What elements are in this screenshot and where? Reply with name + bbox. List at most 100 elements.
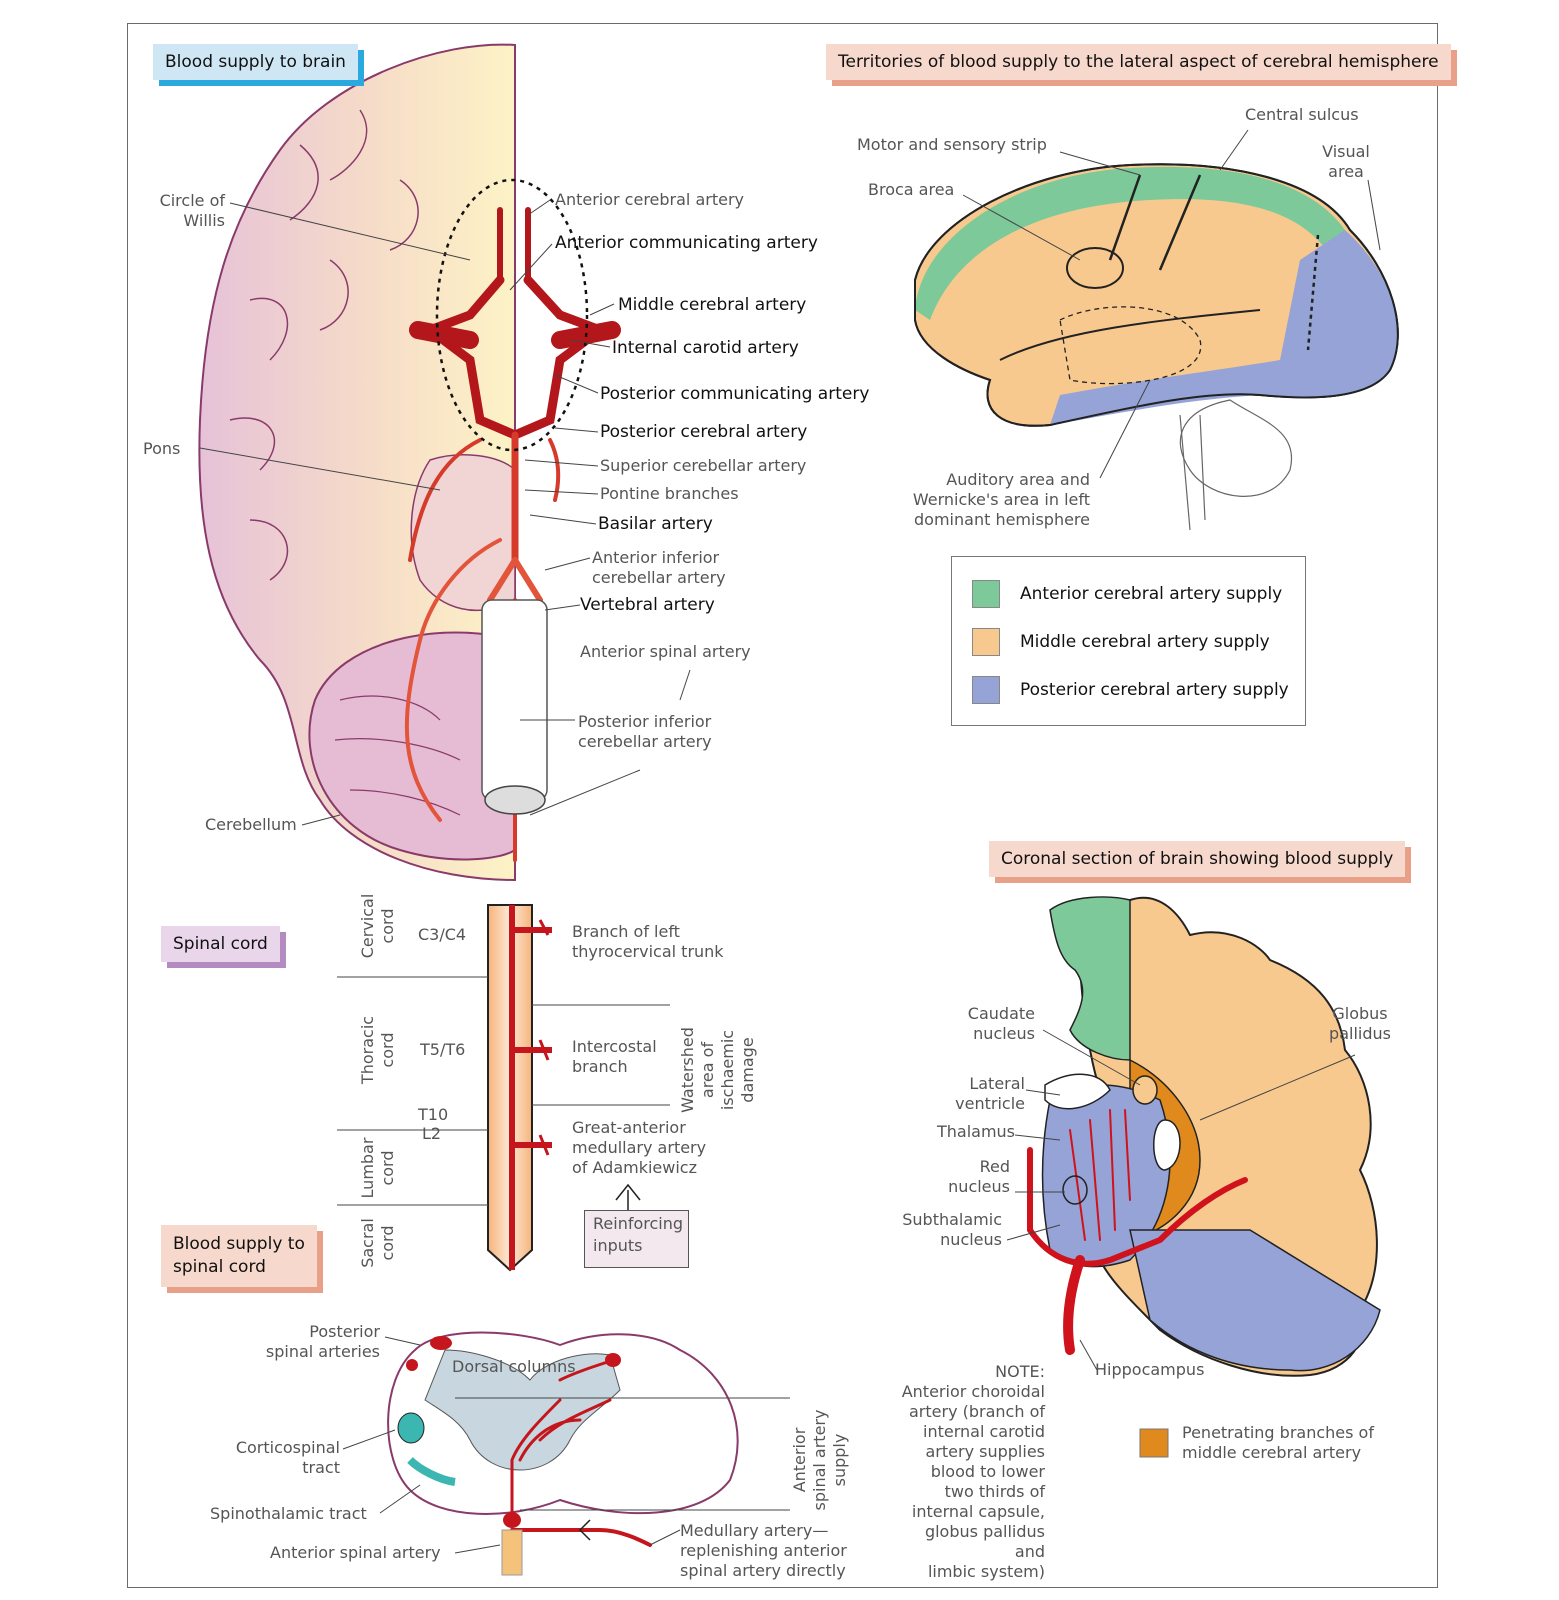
legend-item-middle: Middle cerebral artery supply bbox=[972, 627, 1270, 657]
label-spinothalamic-tract: Spinothalamic tract bbox=[210, 1504, 367, 1523]
label-l2: L2 bbox=[422, 1124, 442, 1143]
label-line: Posterior inferior bbox=[578, 712, 712, 731]
label-anterior-spinal-artery-cross: Anterior spinal artery bbox=[270, 1543, 441, 1562]
label-line: ventricle bbox=[955, 1094, 1025, 1113]
label-lateral-ventricle: Lateral ventricle bbox=[935, 1074, 1025, 1114]
territory-legend: Anterior cerebral artery supply Middle c… bbox=[951, 556, 1306, 726]
label-dorsal-columns: Dorsal columns bbox=[452, 1357, 576, 1376]
note-line: two thirds of bbox=[944, 1482, 1045, 1501]
label-pontine-branches: Pontine branches bbox=[600, 484, 739, 503]
title-lateral-territories: Territories of blood supply to the later… bbox=[826, 44, 1451, 80]
label-line: cord bbox=[378, 1150, 397, 1186]
legend-item-anterior: Anterior cerebral artery supply bbox=[972, 579, 1282, 609]
label-line: cerebellar artery bbox=[592, 568, 726, 587]
label-line: Globus bbox=[1332, 1004, 1388, 1023]
label-broca-area: Broca area bbox=[868, 180, 955, 199]
label-line: nucleus bbox=[973, 1024, 1035, 1043]
label-caudate-nucleus: Caudate nucleus bbox=[940, 1004, 1035, 1044]
label-c3c4: C3/C4 bbox=[418, 925, 467, 944]
note-line: artery (branch of bbox=[909, 1402, 1045, 1421]
note-line: Anterior choroidal bbox=[901, 1382, 1045, 1401]
note-line: NOTE: bbox=[995, 1362, 1045, 1381]
label-line: Anterior bbox=[790, 1427, 809, 1493]
label-posterior-communicating-artery: Posterior communicating artery bbox=[600, 384, 870, 404]
label-line: inputs bbox=[593, 1236, 643, 1255]
cross-section-leader-lines bbox=[342, 1336, 681, 1554]
label-red-nucleus: Red nucleus bbox=[935, 1157, 1010, 1197]
label-posterior-spinal-arteries: Posterior spinal arteries bbox=[250, 1322, 380, 1362]
label-sacral-cord: Sacral cord bbox=[358, 1208, 398, 1278]
title-blood-supply-brain: Blood supply to brain bbox=[153, 44, 358, 80]
label-central-sulcus: Central sulcus bbox=[1245, 105, 1359, 124]
label-line: Willis bbox=[183, 211, 225, 230]
note-line: and bbox=[1014, 1542, 1045, 1561]
label-line: cord bbox=[378, 1032, 397, 1068]
label-line: Cervical bbox=[358, 893, 377, 959]
label-intercostal-branch: Intercostal branch bbox=[572, 1037, 657, 1077]
label-anterior-cerebral-artery: Anterior cerebral artery bbox=[555, 190, 745, 209]
label-line: ischaemic bbox=[718, 1029, 737, 1111]
label-cerebellum: Cerebellum bbox=[205, 815, 297, 834]
label-line: Penetrating branches of bbox=[1182, 1423, 1374, 1442]
label-lumbar-cord: Lumbar cord bbox=[358, 1133, 398, 1203]
coronal-section bbox=[1027, 896, 1381, 1377]
note-line: artery supplies bbox=[925, 1442, 1046, 1461]
label-motor-sensory-strip: Motor and sensory strip bbox=[857, 135, 1047, 154]
label-line: Branch of left bbox=[572, 922, 680, 941]
label-anterior-spinal-artery-supply: Anterior spinal artery supply bbox=[790, 1400, 850, 1520]
label-line: Anterior inferior bbox=[592, 548, 720, 567]
label-line: Medullary artery— bbox=[680, 1521, 829, 1540]
label-line: Visual bbox=[1322, 142, 1370, 161]
label-internal-carotid-artery: Internal carotid artery bbox=[612, 338, 799, 358]
label-line: spinal artery bbox=[810, 1409, 829, 1511]
brain-leader-lines bbox=[199, 199, 691, 826]
label-line: Sacral bbox=[358, 1218, 377, 1268]
label-corticospinal-tract: Corticospinal tract bbox=[220, 1438, 340, 1478]
label-line: Reinforcing bbox=[593, 1214, 684, 1233]
label-line: medullary artery bbox=[572, 1138, 707, 1157]
reinforcing-inputs-box: Reinforcing inputs bbox=[584, 1210, 689, 1268]
label-auditory-area: Auditory area and Wernicke's area in lef… bbox=[890, 470, 1090, 530]
note-line: globus pallidus bbox=[924, 1522, 1045, 1541]
legend-item-posterior: Posterior cerebral artery supply bbox=[972, 675, 1289, 705]
legend-swatch-posterior bbox=[972, 676, 1000, 704]
label-line: tract bbox=[302, 1458, 340, 1477]
label-line: cord bbox=[378, 1225, 397, 1261]
note-line: blood to lower bbox=[930, 1462, 1045, 1481]
title-line-1: Blood supply to bbox=[173, 1234, 305, 1254]
label-line: area of bbox=[698, 1041, 717, 1099]
label-hippocampus: Hippocampus bbox=[1095, 1360, 1205, 1379]
legend-swatch-anterior bbox=[972, 580, 1000, 608]
label-line: nucleus bbox=[940, 1230, 1002, 1249]
label-line: Lumbar bbox=[358, 1137, 377, 1199]
note-line: internal capsule, bbox=[911, 1502, 1045, 1521]
label-line: damage bbox=[738, 1037, 757, 1103]
label-line: spinal arteries bbox=[265, 1342, 380, 1361]
spinal-cross-section bbox=[387, 1331, 790, 1576]
label-line: Caudate bbox=[967, 1004, 1035, 1023]
label-line: Posterior bbox=[309, 1322, 380, 1341]
title-line-2: spinal cord bbox=[173, 1257, 266, 1277]
label-line: supply bbox=[830, 1433, 849, 1487]
label-line: nucleus bbox=[948, 1177, 1010, 1196]
label-watershed-area: Watershed area of ischaemic damage bbox=[678, 1015, 758, 1125]
label-line: Subthalamic bbox=[902, 1210, 1002, 1229]
figure-frame bbox=[127, 23, 1438, 1588]
label-thyrocervical-branch: Branch of left thyrocervical trunk bbox=[572, 922, 724, 962]
label-line: replenishing anterior bbox=[680, 1541, 847, 1560]
label-visual-area: Visual area bbox=[1316, 142, 1376, 182]
label-penetrating-branches: Penetrating branches of middle cerebral … bbox=[1182, 1423, 1374, 1463]
legend-label: Middle cerebral artery supply bbox=[1020, 632, 1270, 652]
label-globus-pallidus: Globus pallidus bbox=[1325, 1004, 1395, 1044]
label-artery-of-adamkiewicz: Great-anterior medullary artery of Adamk… bbox=[572, 1118, 706, 1178]
lateral-hemisphere bbox=[914, 163, 1399, 531]
label-line: Wernicke's area in left bbox=[912, 490, 1090, 509]
note-line: internal carotid bbox=[923, 1422, 1045, 1441]
label-line: pallidus bbox=[1329, 1024, 1391, 1043]
label-basilar-artery: Basilar artery bbox=[598, 514, 713, 534]
label-line: Great-anterior bbox=[572, 1118, 686, 1137]
label-line: Corticospinal bbox=[235, 1438, 340, 1457]
label-line: Auditory area and bbox=[946, 470, 1090, 489]
label-line: thyrocervical trunk bbox=[572, 942, 724, 961]
